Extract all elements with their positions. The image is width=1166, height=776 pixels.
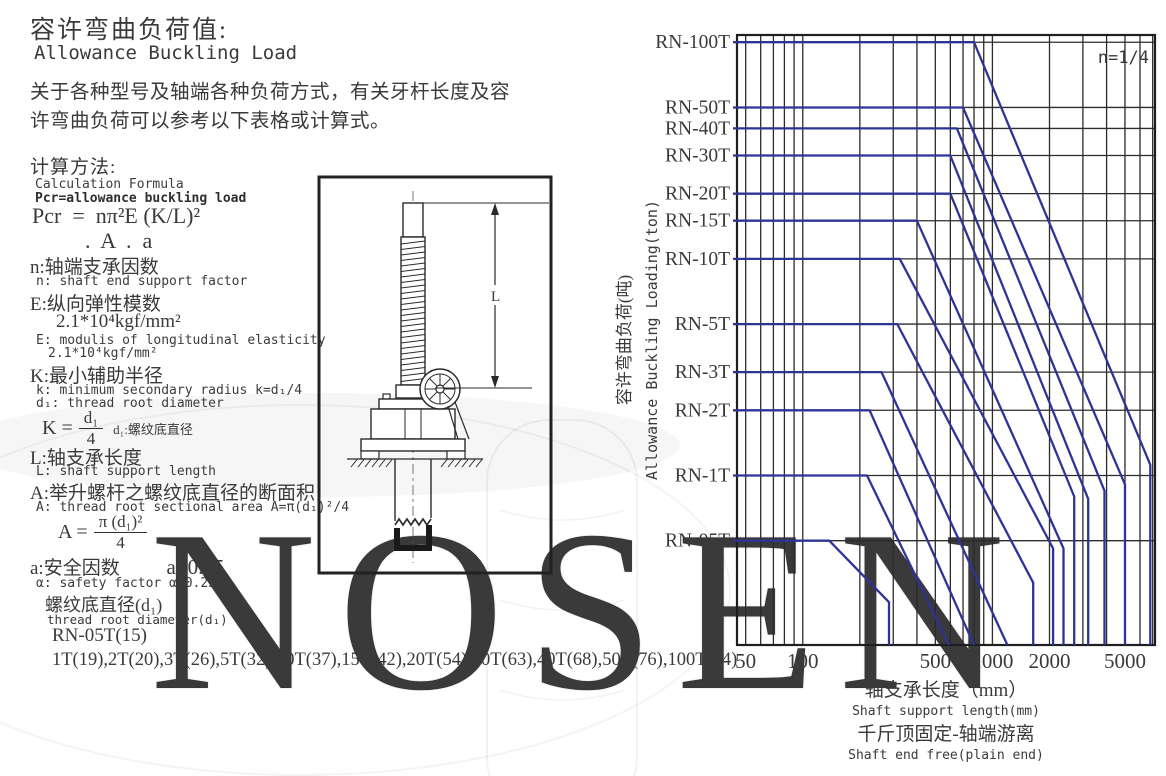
dimension-arrow-bottom: [491, 376, 499, 388]
diameter-base-model: RN-05T(15): [52, 625, 147, 646]
a-formula-fraction: π (d₁)² 4: [93, 512, 148, 552]
series-RN-50T: [733, 106, 1127, 645]
intro-line-2: 许弯曲负荷可以参考以下表格或计算式。: [30, 110, 391, 132]
y-label-RN-3T: RN-3T: [675, 362, 730, 383]
term-safety-en: α: safety factor α=0.25: [36, 576, 217, 591]
diameter-heading-en: thread root diameter(d₁): [47, 612, 228, 627]
y-label-RN-40T: RN-40T: [665, 118, 730, 139]
x-tick-5000: 5000: [1104, 649, 1146, 673]
calc-method-heading-en: Calculation Formula: [35, 177, 184, 192]
a-formula: A = π (d₁)² 4: [58, 512, 153, 552]
term-k-en2: d₁: thread root diameter: [36, 396, 224, 411]
dimension-arrow-top: [491, 203, 499, 215]
x-tick-500: 500: [920, 649, 952, 673]
handwheel-spokes: [425, 374, 455, 404]
a-formula-lhs: A =: [58, 520, 88, 543]
diameter-heading: 螺纹底直径(d₁): [45, 595, 163, 615]
term-n-cn: n:轴端支承因数: [30, 257, 159, 278]
x-axis-title-cn: 轴支承长度（mm）: [865, 679, 1028, 701]
calc-method-heading: 计算方法:: [30, 157, 117, 178]
term-l-cn: L:轴支承长度: [30, 448, 142, 469]
k-formula: K = d₁ 4 d₁:螺纹底直径: [42, 408, 193, 448]
x-axis-note-cn: 千斤顶固定-轴端游离: [857, 723, 1034, 745]
term-l-en: L: shaft support length: [36, 464, 217, 479]
dimension-label: L: [491, 289, 500, 305]
buckling-formula-line1: Pcr = nπ²E (K/L)²: [32, 203, 201, 228]
safety-factor-value: a=0.25: [166, 555, 225, 579]
buckling-formula-line2: . A . a: [85, 228, 153, 253]
y-label-RN-15T: RN-15T: [665, 211, 730, 232]
y-label-RN-100T: RN-100T: [655, 32, 730, 53]
series-RN-15T: [733, 219, 1065, 645]
y-label-RN-50T: RN-50T: [665, 97, 730, 118]
series-RN-40T: [733, 127, 1106, 645]
series-RN-1T: [733, 474, 951, 646]
intro-paragraph: 关于各种型号及轴端各种负荷方式，有关牙杆长度及容 许弯曲负荷可以参考以下表格或计…: [30, 78, 640, 136]
k-formula-denominator: 4: [86, 428, 96, 448]
diagram-border: [317, 175, 553, 575]
gear-housing: [370, 408, 456, 440]
series-RN-30T: [733, 154, 1090, 645]
k-formula-note: d₁:螺纹底直径: [113, 421, 193, 437]
term-e-cn: E:纵向弹性模数: [30, 294, 161, 315]
y-axis-title-cn: 容许弯曲负荷(吨): [615, 275, 634, 405]
tube-end-cap: [394, 525, 432, 551]
page-title: 容许弯曲负荷值:: [30, 17, 228, 44]
series-RN-20T: [733, 192, 1076, 645]
series-RN-100T: [733, 41, 1152, 645]
tube-break-zigzag: [394, 517, 432, 527]
y-label-RN-20T: RN-20T: [665, 184, 730, 205]
term-e-en: E: modulis of longitudinal elasticity: [36, 333, 326, 348]
k-formula-fraction: d₁ 4: [78, 408, 104, 448]
bracket-line-1: [454, 401, 470, 440]
thread-hatching: [400, 240, 426, 382]
bracket-line-2: [447, 405, 459, 440]
y-label-RN-1T: RN-1T: [675, 465, 730, 486]
y-label-RN-10T: RN-10T: [665, 249, 730, 270]
term-k-cn: K:最小辅助半径: [30, 366, 164, 387]
x-tick-2000: 2000: [1029, 649, 1071, 673]
term-e-value: 2.1*10⁴kgf/mm²: [56, 311, 181, 332]
page-title-en: Allowance Buckling Load: [34, 42, 298, 64]
x-tick-50: 50: [735, 649, 756, 673]
intro-line-1: 关于各种型号及轴端各种负荷方式，有关牙杆长度及容: [30, 81, 511, 103]
x-tick-100: 100: [787, 649, 819, 673]
y-label-RN-2T: RN-2T: [675, 400, 730, 421]
ground-hatching: [350, 459, 483, 468]
x-axis-note-en: Shaft end free(plain end): [848, 748, 1044, 763]
term-k-en: k: minimum secondary radius k=d₁/4: [36, 383, 303, 398]
term-n-en: n: shaft end support factor: [36, 274, 248, 289]
a-formula-numerator: π (d₁)²: [93, 512, 148, 533]
k-formula-lhs: K =: [42, 416, 73, 439]
series-RN-10T: [733, 257, 1055, 645]
x-tick-1000: 1000: [971, 649, 1013, 673]
dim-label-bg: [489, 285, 503, 305]
pcr-definition: Pcr=allowance buckling load: [35, 191, 247, 206]
safety-factor-label: a:安全因数: [30, 558, 120, 579]
support-factor-annotation: n=1/4: [1098, 48, 1149, 68]
term-a-cn: A:举升螺杆之螺纹底直径的断面积: [30, 483, 316, 504]
x-axis-title-en: Shaft support length(mm): [852, 704, 1040, 719]
base-flange: [360, 438, 466, 452]
series-RN-05T: [733, 539, 891, 645]
screw-jack-diagram: L: [317, 175, 553, 575]
y-label-RN-5T: RN-5T: [675, 314, 730, 335]
series-RN-3T: [733, 370, 1009, 646]
term-safety-cn: a:安全因数 a=0.25: [30, 553, 224, 580]
k-formula-numerator: d₁: [78, 408, 104, 429]
y-label-RN-30T: RN-30T: [665, 146, 730, 167]
y-axis-title-en: Allowance Buckling Loading(ton): [643, 200, 661, 480]
term-a-en: A: thread root sectional area A=π(d₁)²/4: [36, 500, 350, 515]
a-formula-denominator: 4: [116, 532, 125, 552]
y-label-RN-05T: RN-05T: [665, 531, 730, 552]
series-RN-5T: [733, 322, 1035, 645]
plot-border: [735, 33, 1157, 647]
series-RN-2T: [733, 409, 976, 646]
term-e-en2: 2.1*10⁴kgf/mm²: [48, 346, 158, 361]
